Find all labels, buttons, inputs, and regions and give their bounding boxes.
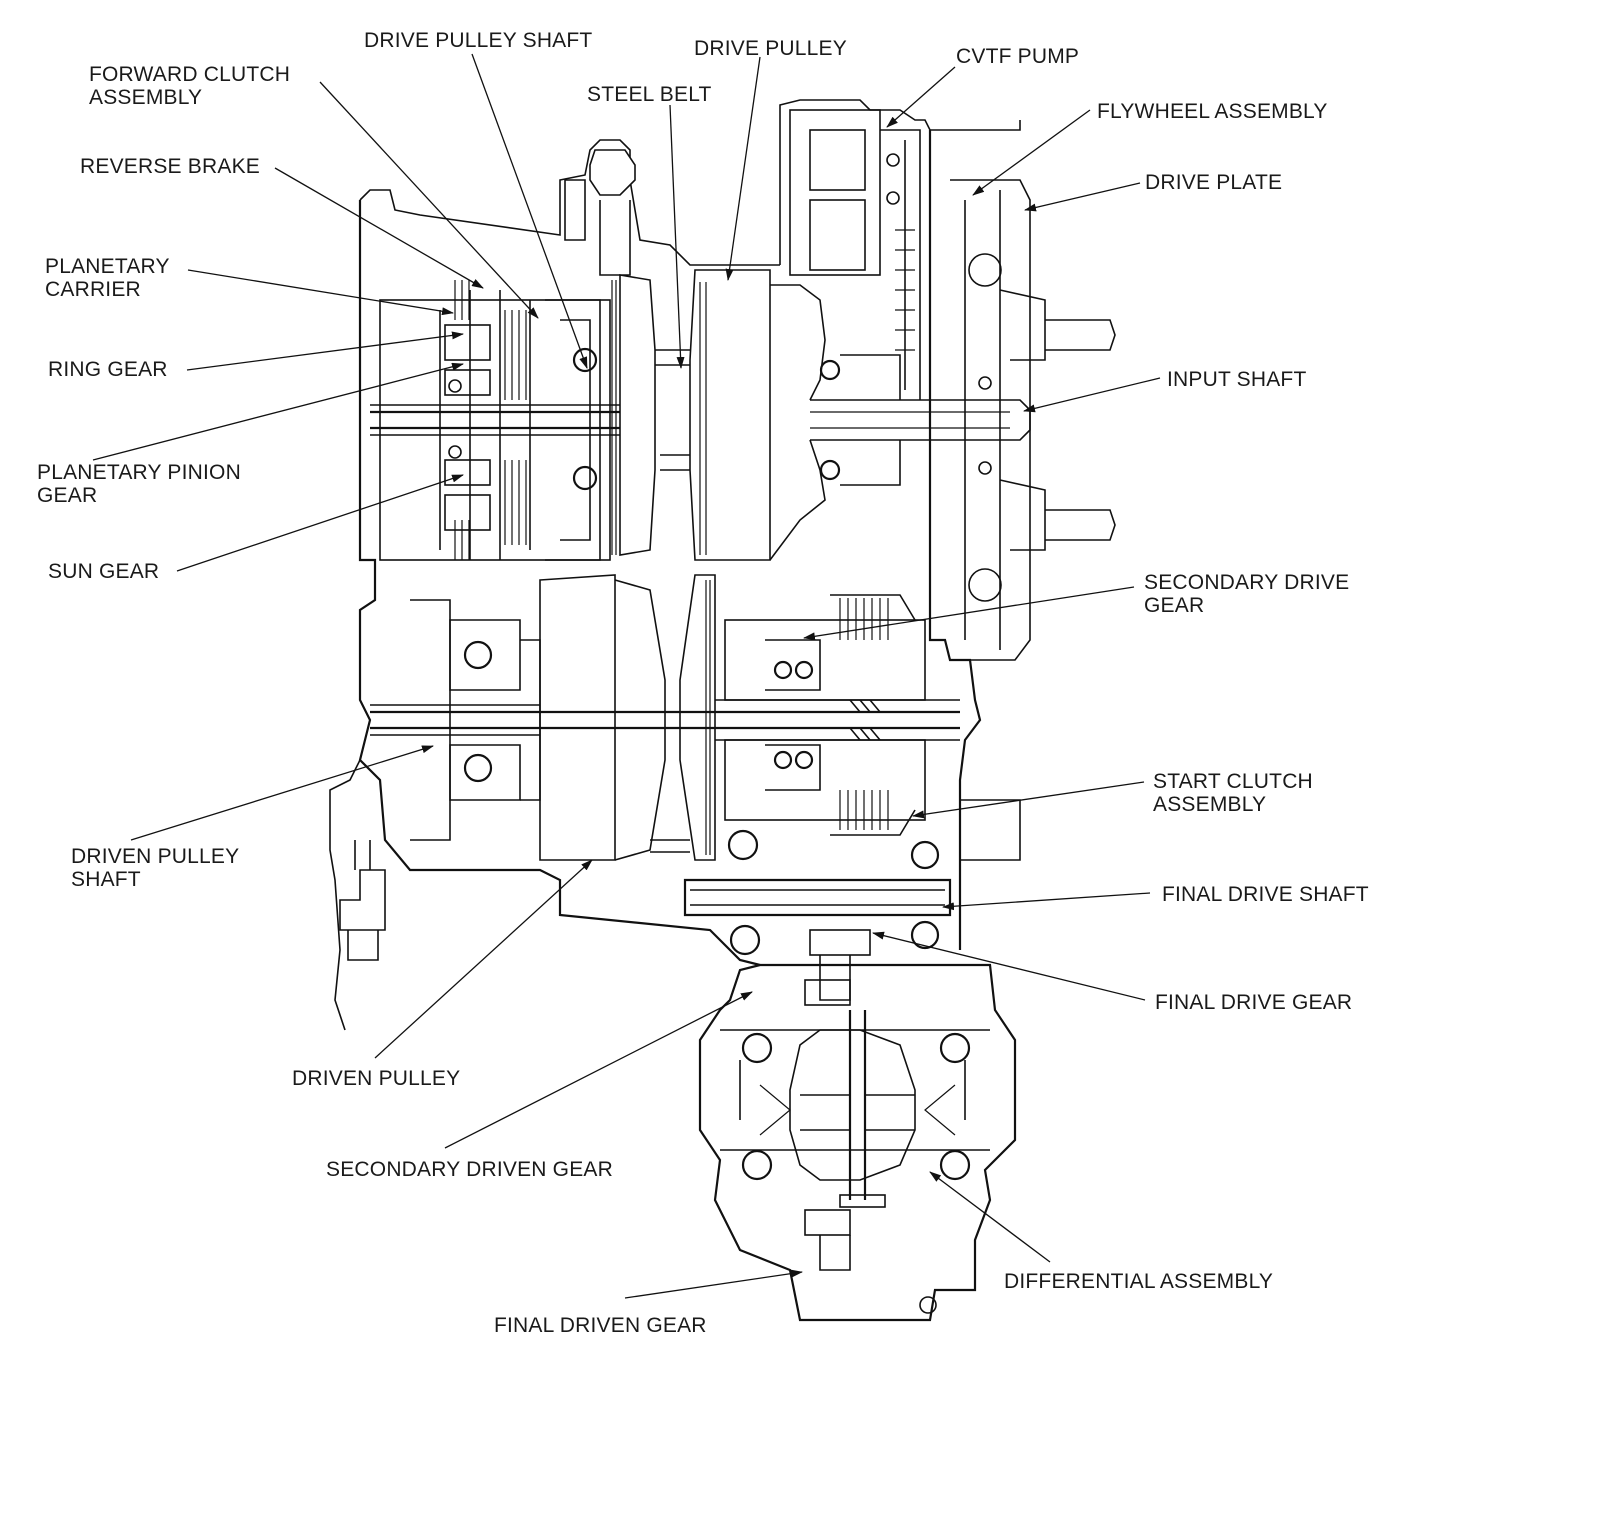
cvtf-pump-drawing	[789, 109, 921, 486]
leader-final-drive-shaft	[942, 892, 1151, 911]
leader-steel-belt	[669, 104, 685, 369]
label-forward-clutch-line1: FORWARD CLUTCH	[89, 63, 291, 86]
label-cvtf-pump: CVTF PUMP	[956, 45, 1080, 68]
label-final-drive-gear: FINAL DRIVE GEAR	[1155, 991, 1353, 1014]
leader-driven-pulley	[374, 859, 593, 1059]
label-secondary-drive-gear-line2: GEAR	[1144, 594, 1205, 617]
leader-ring-gear	[186, 331, 464, 371]
leader-drive-pulley-shaft	[471, 53, 588, 369]
leader-cvtf-pump	[886, 66, 956, 128]
leader-start-clutch	[912, 781, 1145, 819]
leader-forward-clutch	[319, 81, 539, 319]
label-reverse-brake: REVERSE BRAKE	[80, 155, 260, 178]
leader-planetary-pinion	[92, 362, 464, 461]
label-steel-belt: STEEL BELT	[587, 83, 712, 106]
start-clutch-drawing	[724, 594, 940, 870]
leader-secondary-drive-gear	[803, 586, 1135, 641]
label-planetary-pinion-line2: GEAR	[37, 484, 98, 507]
drive-pulley-drawing	[611, 269, 826, 561]
final-drive-shaft-drawing	[683, 878, 952, 1006]
leader-input-shaft	[1023, 377, 1161, 413]
forward-clutch-drawing	[379, 280, 611, 561]
leader-drive-plate	[1024, 182, 1141, 212]
label-planetary-carrier-line1: PLANETARY	[45, 255, 170, 278]
label-driven-pulley-shaft-line1: DRIVEN PULLEY	[71, 845, 240, 868]
label-drive-plate: DRIVE PLATE	[1145, 171, 1283, 194]
label-secondary-driven-gear: SECONDARY DRIVEN GEAR	[326, 1158, 613, 1181]
label-driven-pulley-shaft-line2: SHAFT	[71, 868, 141, 891]
leader-final-driven-gear	[624, 1269, 803, 1299]
label-driven-pulley: DRIVEN PULLEY	[292, 1067, 461, 1090]
flywheel-drawing	[950, 179, 1116, 661]
label-start-clutch-line2: ASSEMBLY	[1153, 793, 1267, 816]
label-differential-assembly: DIFFERENTIAL ASSEMBLY	[1004, 1270, 1274, 1293]
leader-secondary-driven-gear	[444, 991, 753, 1149]
leader-final-drive-gear	[872, 931, 1146, 1001]
label-sun-gear: SUN GEAR	[48, 560, 160, 583]
label-final-driven-gear: FINAL DRIVEN GEAR	[494, 1314, 707, 1337]
label-drive-pulley: DRIVE PULLEY	[694, 37, 847, 60]
label-final-drive-shaft: FINAL DRIVE SHAFT	[1162, 883, 1369, 906]
label-secondary-drive-gear-line1: SECONDARY DRIVE	[1144, 571, 1350, 594]
driven-pulley-shaft-drawing	[370, 599, 960, 841]
label-input-shaft: INPUT SHAFT	[1167, 368, 1307, 391]
leader-drive-pulley	[725, 56, 761, 281]
label-drive-pulley-shaft: DRIVE PULLEY SHAFT	[364, 29, 593, 52]
leader-flywheel	[972, 109, 1091, 196]
label-start-clutch-line1: START CLUTCH	[1153, 770, 1313, 793]
label-ring-gear: RING GEAR	[48, 358, 168, 381]
label-planetary-carrier-line2: CARRIER	[45, 278, 141, 301]
label-planetary-pinion-line1: PLANETARY PINION	[37, 461, 241, 484]
leader-driven-pulley-shaft	[130, 745, 434, 841]
leader-planetary-carrier	[187, 269, 454, 316]
differential-drawing	[741, 1010, 971, 1314]
label-flywheel-assembly: FLYWHEEL ASSEMBLY	[1097, 100, 1328, 123]
driven-pulley-drawing	[520, 574, 716, 861]
leader-differential	[929, 1171, 1051, 1263]
leader-reverse-brake	[274, 167, 484, 289]
label-forward-clutch-line2: ASSEMBLY	[89, 86, 203, 109]
leader-sun-gear	[176, 474, 464, 572]
transmission-housing	[329, 99, 1021, 1322]
leader-lines	[92, 53, 1161, 1299]
